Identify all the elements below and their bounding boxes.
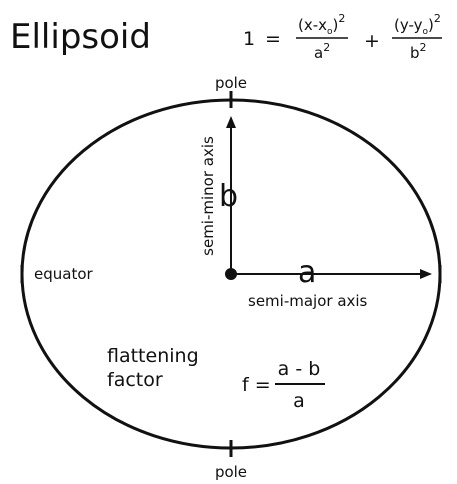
ellipse-equation: 1 = (x-xo)2 a2 + (y-yo)2 b2 — [243, 12, 442, 62]
term2-numerator-sub: o — [423, 27, 429, 37]
b-label: b — [219, 179, 238, 214]
equation-equals: = — [265, 28, 281, 50]
equation-plus: + — [364, 30, 380, 52]
term1-denominator: a2 — [314, 41, 330, 62]
a-label: a — [298, 255, 316, 290]
semi-major-axis-label: semi-major axis — [248, 292, 368, 310]
term2-numerator: (y-yo)2 — [394, 12, 441, 37]
flattening-label-line1: flattening — [107, 345, 199, 367]
term1-numerator: (x-xo)2 — [298, 12, 345, 37]
term2-denominator-exp: 2 — [420, 41, 427, 54]
equation-lhs: 1 — [243, 28, 255, 50]
flattening-denominator: a — [293, 390, 305, 412]
term2-denominator-base: b — [410, 44, 420, 62]
term2-numerator-open: (y-y — [394, 16, 423, 34]
pole-top-label: pole — [215, 74, 247, 92]
term2-denominator: b2 — [410, 41, 427, 62]
term1-denominator-base: a — [314, 44, 323, 62]
pole-bottom-label: pole — [215, 463, 247, 481]
flattening-label-line2: factor — [107, 369, 163, 391]
term1-numerator-sub: o — [327, 27, 333, 37]
term1-numerator-exp: 2 — [338, 12, 345, 25]
term1-numerator-close: ) — [333, 16, 339, 34]
term2-numerator-exp: 2 — [434, 12, 441, 25]
flattening-formula-lhs: f = — [242, 374, 271, 396]
term1-denominator-exp: 2 — [323, 41, 330, 54]
semi-minor-axis-label: semi-minor axis — [199, 136, 217, 256]
equator-label: equator — [34, 265, 94, 283]
page-title: Ellipsoid — [10, 17, 151, 57]
flattening-numerator: a - b — [278, 358, 321, 380]
term2-numerator-close: ) — [428, 16, 434, 34]
term1-numerator-open: (x-x — [298, 16, 327, 34]
